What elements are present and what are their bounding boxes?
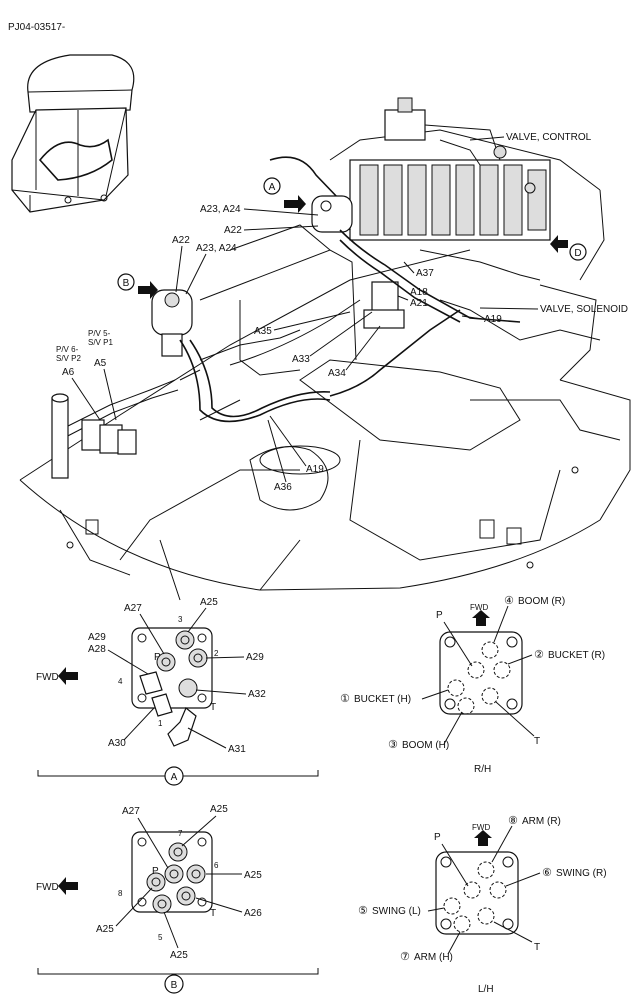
pilot-valve-rh <box>269 156 353 233</box>
label-a33: A33 <box>292 354 310 365</box>
label-a34: A34 <box>328 368 346 379</box>
label-view-a-a29-top: A29 <box>88 632 106 643</box>
label-main-callouts-mark-d: D <box>574 248 581 259</box>
label-rh-c1: ① <box>340 693 350 705</box>
label-lh-c8: ⑧ <box>508 815 518 827</box>
label-view-a-n1: 1 <box>158 719 163 728</box>
label-view-b-fwd: FWD <box>36 882 59 893</box>
label-view-a-a30: A30 <box>108 738 126 749</box>
view-b-port-detail: A27 A25 7 P 6 A25 8 T A26 A25 5 A25 FWD … <box>36 804 319 994</box>
label-rh-c2: ② <box>534 649 544 661</box>
view-marker-a: A <box>263 177 306 213</box>
label-view-a-p: P <box>154 652 161 663</box>
label-view-a-a29-right: A29 <box>246 652 264 663</box>
view-marker-d: D <box>550 235 587 261</box>
label-view-b-a25-top: A25 <box>210 804 228 815</box>
label-view-a-t: T <box>210 702 216 713</box>
label-view-b-a25-bottom: A25 <box>170 950 188 961</box>
label-a35: A35 <box>254 326 272 337</box>
label-rh-boom-r: BOOM (R) <box>518 596 565 607</box>
label-rh-bucket-r: BUCKET (R) <box>548 650 605 661</box>
label-view-a-n2: 2 <box>214 649 219 658</box>
document-code: PJ04-03517- <box>8 22 65 33</box>
label-sv-p1: S/V P1 <box>88 338 113 347</box>
label-lh-c6: ⑥ <box>542 867 552 879</box>
label-lh-c5: ⑤ <box>358 905 368 917</box>
label-lh-arm-h: ARM (H) <box>414 952 453 963</box>
pilot-valve-lh <box>151 289 193 357</box>
view-marker-b: B <box>117 273 158 299</box>
label-view-b-a25-left: A25 <box>96 924 114 935</box>
label-view-b-n5: 5 <box>158 933 163 942</box>
label-view-b-a25-right: A25 <box>244 870 262 881</box>
label-a5: A5 <box>94 358 107 369</box>
label-view-a-n3: 3 <box>178 615 183 624</box>
label-rh-boom-h: BOOM (H) <box>402 740 449 751</box>
label-lh-fwd: FWD <box>472 823 490 832</box>
control-valve-bank <box>349 97 551 241</box>
label-a23-a24-left: A23, A24 <box>196 243 237 254</box>
label-lh-arm-r: ARM (R) <box>522 816 561 827</box>
label-a22-top: A22 <box>224 225 242 236</box>
label-view-a-a28: A28 <box>88 644 106 655</box>
label-lh-c7: ⑦ <box>400 951 410 963</box>
label-view-b-n7: 7 <box>178 829 183 838</box>
label-rh-bucket-h: BUCKET (H) <box>354 694 411 705</box>
label-rh-fwd: FWD <box>470 603 488 612</box>
label-main-callouts-mark-b: B <box>123 278 130 289</box>
label-lh-swing-r: SWING (R) <box>556 868 607 879</box>
label-lh-p: P <box>434 832 441 843</box>
label-view-b-n8: 8 <box>118 889 123 898</box>
solenoid-valve <box>363 281 405 329</box>
label-lh-caption: L/H <box>478 984 494 995</box>
main-callouts: VALVE, CONTROL VALVE, SOLENOID A23, A24 … <box>56 132 628 493</box>
label-view-b-a26: A26 <box>244 908 262 919</box>
pilot-solenoid-valves <box>51 393 137 479</box>
label-a6: A6 <box>62 367 75 378</box>
label-rh-c3: ③ <box>388 739 398 751</box>
upper-frame <box>19 129 631 601</box>
label-rh-caption: R/H <box>474 764 491 775</box>
rh-port-assignment: P FWD ④ BOOM (R) ② BUCKET (R) ① BUCKET (… <box>340 595 605 775</box>
cab-thumbnail <box>11 54 135 213</box>
label-rh-p: P <box>436 610 443 621</box>
label-rh-c4: ④ <box>504 595 514 607</box>
label-a18: A18 <box>410 287 428 298</box>
label-a23-a24-top: A23, A24 <box>200 204 241 215</box>
label-main-callouts-mark-a: A <box>269 182 276 193</box>
label-view-b-n6: 6 <box>214 861 219 870</box>
label-view-b-a27: A27 <box>122 806 140 817</box>
label-a19-bottom: A19 <box>306 464 324 475</box>
label-view-b-caption: B <box>171 980 178 991</box>
label-view-a-a31: A31 <box>228 744 246 755</box>
label-view-a-a32: A32 <box>248 689 266 700</box>
label-rh-t: T <box>534 736 540 747</box>
label-view-a-fwd: FWD <box>36 672 59 683</box>
label-view-a-n4: 4 <box>118 677 123 686</box>
label-a36: A36 <box>274 482 292 493</box>
label-view-a-caption: A <box>171 772 178 783</box>
label-lh-t: T <box>534 942 540 953</box>
label-view-a-a27: A27 <box>124 603 142 614</box>
label-lh-swing-l: SWING (L) <box>372 906 421 917</box>
hose-bundles <box>59 229 541 441</box>
label-valve-control: VALVE, CONTROL <box>506 132 592 143</box>
label-a22-left: A22 <box>172 235 190 246</box>
label-view-a-a25: A25 <box>200 597 218 608</box>
label-view-b-t: T <box>210 908 216 919</box>
label-a19-right: A19 <box>484 314 502 325</box>
label-pv6: P/V 6- <box>56 345 79 354</box>
label-pv5: P/V 5- <box>88 329 111 338</box>
label-a37: A37 <box>416 268 434 279</box>
label-sv-p2: S/V P2 <box>56 354 81 363</box>
label-valve-solenoid: VALVE, SOLENOID <box>540 304 628 315</box>
label-a21: A21 <box>410 298 428 309</box>
view-a-port-detail: A27 A25 3 2 A29 A28 P A29 4 A32 T 1 A30 … <box>36 597 319 786</box>
lh-port-assignment: P FWD ⑧ ARM (R) ⑥ SWING (R) ⑤ SWING (L) … <box>358 815 607 995</box>
label-view-b-p: P <box>152 866 159 877</box>
